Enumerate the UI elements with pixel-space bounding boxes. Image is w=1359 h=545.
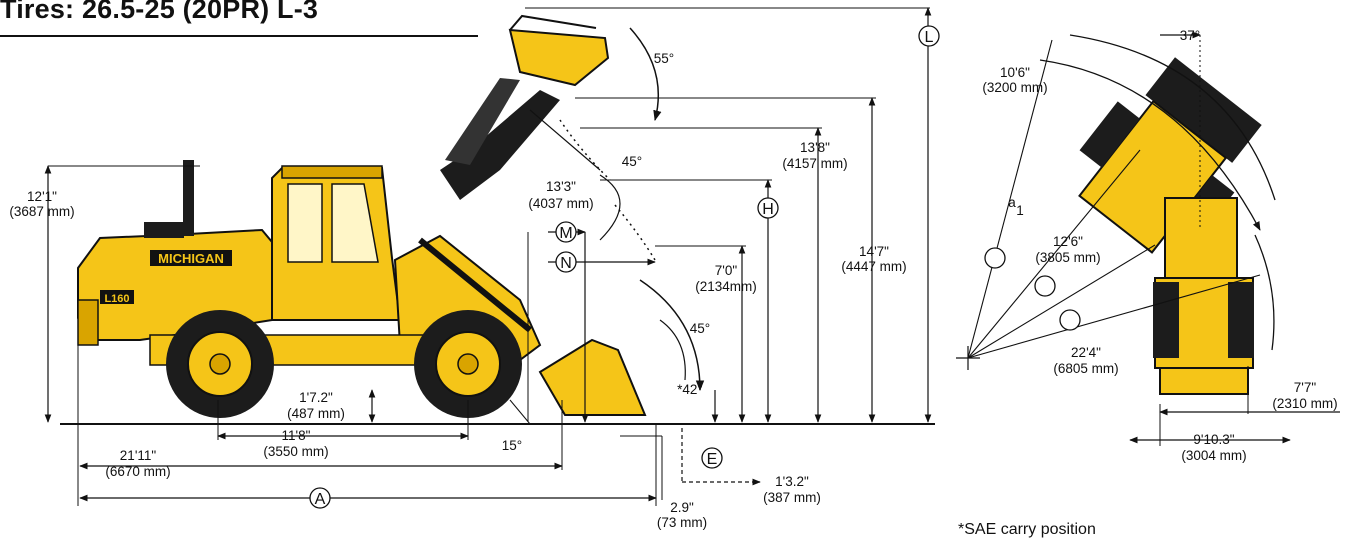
overall-height-mm: (3687 mm) xyxy=(9,204,74,219)
model-badge: L160 xyxy=(104,293,129,305)
turning-radius: 12'6" xyxy=(1053,234,1083,249)
clearance-radius-inner-mm: (3200 mm) xyxy=(982,80,1047,95)
turning-radius-outer-mm: (6805 mm) xyxy=(1053,361,1118,376)
dig-offset: 1'3.2" xyxy=(775,474,809,489)
a1-label: a xyxy=(1008,195,1016,210)
dim-circle-M: M xyxy=(555,221,577,243)
brand-badge: MICHIGAN xyxy=(158,251,224,266)
turning-radius-outer: 22'4" xyxy=(1071,345,1101,360)
overall-height: 12'1" xyxy=(27,189,57,204)
dim-circle-A: A xyxy=(309,487,331,509)
dig-offset-mm: (387 mm) xyxy=(763,490,821,505)
digging-depth: 2.9" xyxy=(670,500,694,515)
max-height: 14'7" xyxy=(859,244,889,259)
dim-circle-N: N xyxy=(555,251,577,273)
clearance-radius-inner: 10'6" xyxy=(1000,65,1030,80)
tires-title: Tires: 26.5-25 (20PR) L-3 xyxy=(0,0,319,24)
carry-angle: *42° xyxy=(677,382,703,397)
svg-text:A: A xyxy=(315,491,326,508)
dim-circle-H: H xyxy=(757,197,779,219)
departure-angle: 15° xyxy=(502,438,522,453)
carry-height-mm: (2134mm) xyxy=(695,279,757,294)
hinge-height-mm: (4157 mm) xyxy=(782,156,847,171)
wheelbase: 11'8" xyxy=(282,428,311,443)
length-no-bucket-mm: (6670 mm) xyxy=(105,464,170,479)
wheelbase-mm: (3550 mm) xyxy=(263,444,328,459)
dump-angle-top: 55° xyxy=(654,51,674,66)
rollback-angle: 45° xyxy=(690,321,710,336)
dump-clearance: 13'3" xyxy=(546,179,576,194)
svg-text:H: H xyxy=(762,201,774,218)
ground-clearance: 1'7.2" xyxy=(299,390,333,405)
svg-text:E: E xyxy=(707,451,718,468)
digging-depth-mm: (73 mm) xyxy=(657,515,707,530)
max-height-mm: (4447 mm) xyxy=(841,259,906,274)
ground-clearance-mm: (487 mm) xyxy=(287,406,345,421)
overall-width: 7'7" xyxy=(1294,380,1317,395)
front-tire xyxy=(414,310,522,418)
a1-sub: 1 xyxy=(1016,203,1024,218)
rear-tire xyxy=(166,310,274,418)
svg-text:M: M xyxy=(559,225,572,242)
articulation-angle: 37° xyxy=(1180,28,1200,43)
dim-circle-E: E xyxy=(701,447,723,469)
overall-width-mm: (2310 mm) xyxy=(1272,396,1337,411)
bucket-ground xyxy=(538,338,647,416)
dim-circle-L: L xyxy=(918,25,940,47)
length-no-bucket: 21'11" xyxy=(120,448,157,463)
turning-radius-mm: (3805 mm) xyxy=(1035,250,1100,265)
title-underline xyxy=(0,35,478,37)
svg-text:L: L xyxy=(925,29,934,46)
hinge-height: 13'8" xyxy=(800,140,830,155)
dump-angle-mid: 45° xyxy=(622,154,642,169)
svg-text:N: N xyxy=(560,255,572,272)
tread-width: 9'10.3" xyxy=(1193,432,1234,447)
carry-height: 7'0" xyxy=(715,263,738,278)
raised-arm-bucket xyxy=(440,14,610,200)
dump-clearance-mm: (4037 mm) xyxy=(528,196,593,211)
tread-width-mm: (3004 mm) xyxy=(1181,448,1246,463)
sae-footnote: *SAE carry position xyxy=(958,521,1096,538)
top-view-machine xyxy=(1078,57,1262,395)
